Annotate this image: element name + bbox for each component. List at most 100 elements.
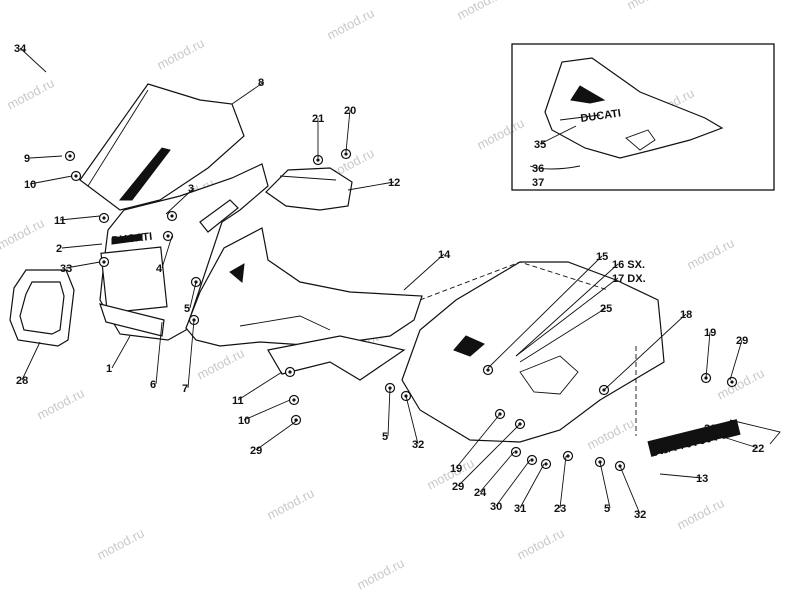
- leader-line: [705, 331, 711, 379]
- part-callout-label: 29: [452, 481, 464, 493]
- watermark-text: motod.ru: [514, 525, 566, 562]
- part-callout-label: 16 SX.: [612, 259, 645, 271]
- part-callout-label: 37: [532, 177, 544, 189]
- part-callout-label: 26-27: [704, 423, 732, 435]
- watermark-text: motod.ru: [354, 555, 406, 592]
- part-callout-label: 5: [382, 431, 388, 443]
- leader-line: [29, 155, 63, 159]
- part-callout-label: 19: [450, 463, 462, 475]
- part-callout-label: 2: [56, 243, 62, 255]
- leader-line: [689, 427, 711, 447]
- part-callout-label: 36: [532, 163, 544, 175]
- part-callout-label: 12: [388, 177, 400, 189]
- part-callout-label: 19: [704, 327, 716, 339]
- watermark-text: motod.ru: [474, 115, 526, 152]
- leader-line: [455, 413, 501, 469]
- leader-line: [237, 371, 283, 401]
- watermark-text: motod.ru: [34, 385, 86, 422]
- leader-line: [403, 253, 445, 291]
- leader-line: [29, 175, 73, 185]
- windscreen: [79, 83, 245, 211]
- part-callout-label: 15: [596, 251, 608, 263]
- leader-line: [729, 339, 743, 381]
- fastener-hole: [730, 380, 734, 384]
- fastener-hole: [102, 260, 106, 264]
- leader-line: [405, 395, 419, 445]
- leader-line: [387, 387, 391, 437]
- part-callout-label: 11: [54, 215, 66, 227]
- part-callout-label: 29: [736, 335, 748, 347]
- leader-line: [161, 235, 173, 269]
- leader-line: [515, 263, 619, 357]
- leader-line: [519, 463, 545, 509]
- watermark-text: motod.ru: [324, 5, 376, 42]
- right-side-fairing: [401, 261, 665, 443]
- leader-line: [187, 319, 195, 389]
- part-callout-label: 24: [474, 487, 487, 499]
- lower-bracket: [267, 335, 406, 381]
- part-callout-label: 18: [680, 309, 692, 321]
- bracket-plate: [199, 199, 239, 233]
- leader-line: [719, 435, 759, 449]
- part-callout-label: 10: [24, 179, 36, 191]
- part-callout-label: 28: [16, 375, 28, 387]
- leader-line: [487, 255, 603, 369]
- leader-line: [165, 187, 195, 215]
- inset-decal-text: DUCATI: [580, 107, 622, 125]
- fastener-hole: [102, 216, 106, 220]
- brace-22: [729, 419, 781, 445]
- part-callout-label: 22: [752, 443, 764, 455]
- part-callout-label: 9: [24, 153, 30, 165]
- watermark-text: motod.ru: [584, 415, 636, 452]
- leader-line: [603, 313, 687, 391]
- leader-line: [345, 109, 351, 153]
- leader-line: [65, 261, 101, 269]
- watermark-text: motod.ru: [684, 235, 736, 272]
- fastener-hole: [74, 174, 78, 178]
- leader-line: [189, 281, 197, 309]
- leader-line: [519, 307, 607, 363]
- part-callout-label: 6: [150, 379, 156, 391]
- part-callout-label: 29: [250, 445, 262, 457]
- leader-line: [347, 181, 395, 191]
- watermark-text: motod.ru: [4, 75, 56, 112]
- part-callout-label: 1: [106, 363, 112, 375]
- fairing-decal-text: DUCATI: [111, 231, 153, 247]
- watermark-text: motod.ru: [264, 485, 316, 522]
- fastener-hole: [530, 458, 534, 462]
- watermark-text: motod.ru: [624, 0, 676, 13]
- left-side-fairing: [185, 227, 423, 347]
- part-callout-label: 7: [182, 383, 188, 395]
- leader-line: [539, 125, 577, 145]
- leader-line: [619, 465, 641, 515]
- leader-line: [515, 277, 619, 357]
- part-callout-label: 11: [232, 395, 244, 407]
- fastener-hole: [166, 234, 170, 238]
- part-callout-label: 33: [60, 263, 72, 275]
- fastener-hole: [566, 454, 570, 458]
- leader-line: [599, 461, 611, 509]
- part-callout-label: 14: [438, 249, 451, 261]
- part-callout-label: 17 DX.: [612, 273, 646, 285]
- watermark-text: motod.ru: [714, 365, 766, 402]
- watermark-text: motod.ru: [454, 0, 506, 23]
- leader-line: [243, 399, 291, 421]
- part-callout-label: 25: [600, 303, 612, 315]
- leader-line: [255, 419, 299, 451]
- fastener-hole: [288, 370, 292, 374]
- watermark-text: motod.ru: [0, 215, 47, 252]
- leader-line: [155, 321, 163, 385]
- part-callout-label: 34: [14, 43, 27, 55]
- part-callout-label: 35: [534, 139, 546, 151]
- supersport-decal: [647, 419, 741, 457]
- part-callout-label: 5: [604, 503, 610, 515]
- fastener-hole: [316, 158, 320, 162]
- part-callout-label: 13: [696, 473, 708, 485]
- leader-line: [495, 459, 531, 507]
- leader-line-layer: [19, 47, 759, 515]
- leader-line: [659, 473, 703, 479]
- watermark-text: motod.ru: [94, 525, 146, 562]
- part-callout-label: 20: [344, 105, 356, 117]
- part-callout-label: 23: [554, 503, 566, 515]
